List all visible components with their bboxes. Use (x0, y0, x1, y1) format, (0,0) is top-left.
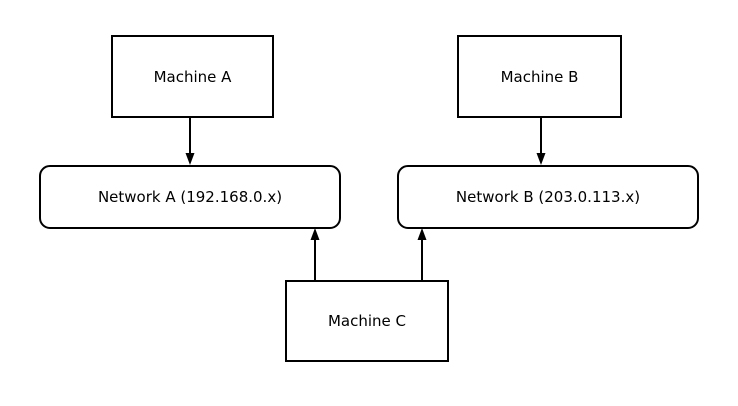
node-machine-c: Machine C (285, 280, 449, 362)
node-network-a: Network A (192.168.0.x) (39, 165, 341, 229)
edge-machine-a-to-network-a (185, 117, 195, 165)
edge-machine-b-to-network-b (536, 117, 546, 165)
node-label: Machine A (153, 67, 232, 86)
node-network-b: Network B (203.0.113.x) (397, 165, 699, 229)
node-label: Network A (192.168.0.x) (97, 188, 283, 206)
node-label: Network B (203.0.113.x) (455, 188, 641, 206)
node-label: Machine C (327, 312, 407, 330)
node-machine-b: Machine B (457, 35, 622, 118)
arrowhead-up-icon (417, 228, 427, 240)
arrowhead-up-icon (310, 228, 320, 240)
node-label: Machine B (500, 67, 579, 86)
edge-machine-c-to-network-b (417, 228, 427, 280)
node-machine-a: Machine A (111, 35, 274, 118)
arrowhead-down-icon (185, 153, 195, 165)
arrowhead-down-icon (536, 153, 546, 165)
edge-machine-c-to-network-a (310, 228, 320, 280)
